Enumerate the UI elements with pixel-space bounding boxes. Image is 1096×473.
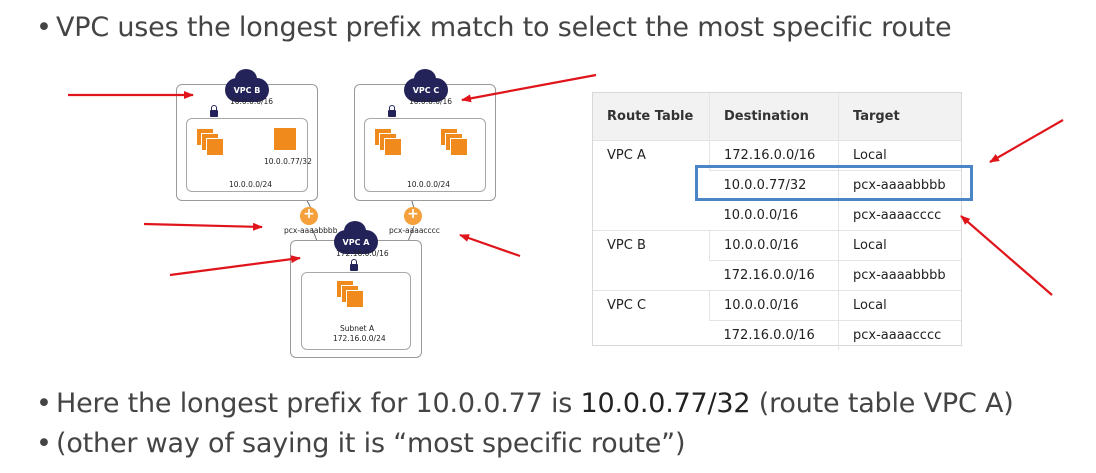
peering-ac-label: pcx-aaaacccc (389, 226, 440, 235)
table-row: VPC A 172.16.0.0/16 Local (593, 140, 961, 231)
route-table-header-row: Route Table Destination Target (593, 93, 961, 141)
table-row: 10.0.0.0/16 pcx-aaaacccc (593, 200, 961, 231)
vpc-a-subnet-name: Subnet A (340, 324, 375, 333)
vpc-b-name: VPC B (233, 86, 261, 95)
vpc-c-instances-icon (374, 128, 402, 156)
destination-cell: 172.16.0.0/16 (709, 320, 839, 350)
vpc-a-name: VPC A (342, 238, 370, 247)
header-destination: Destination (709, 93, 839, 141)
route-table-grid: Route Table Destination Target VPC A 172… (593, 93, 961, 350)
vpc-b-instances-icon (196, 128, 224, 156)
vpc-b-cloud-icon: VPC B (225, 69, 269, 102)
header-target: Target (838, 93, 961, 141)
table-row: VPC C 10.0.0.0/16 Local (593, 290, 961, 350)
highlight-box (695, 165, 973, 201)
vpc-peering-diagram: VPC B 10.0.0.0/16 10.0.0.77/32 10.0.0.0/… (0, 60, 580, 380)
bullet-text-pre: Here the longest prefix for 10.0.0.77 is (56, 388, 581, 419)
peering-ab-label: pcx-aaaabbbb (284, 226, 338, 235)
bullet-explanation: •Here the longest prefix for 10.0.0.77 i… (36, 388, 1014, 419)
vpc-a-cloud-icon: VPC A (334, 221, 378, 254)
table-row: 172.16.0.0/16 pcx-aaaabbbb (593, 260, 961, 291)
peering-ac-icon (404, 206, 422, 225)
destination-cell: 10.0.0.77/32 (709, 170, 839, 201)
vpc-a-subnet-cidr: 172.16.0.0/24 (333, 334, 386, 343)
destination-cell: 10.0.0.0/16 (709, 230, 839, 261)
table-row: 10.0.0.77/32 pcx-aaaabbbb (593, 170, 961, 201)
vpc-b-subnet-cidr: 10.0.0.0/24 (229, 180, 273, 189)
vpc-c-cloud-icon: VPC C (404, 69, 448, 102)
vpc-c-instances-icon-2 (440, 128, 468, 156)
destination-cell: 10.0.0.0/16 (709, 290, 839, 321)
vpc-c-cidr: 10.0.0.0/16 (409, 97, 453, 106)
target-cell: pcx-aaaacccc (838, 320, 961, 350)
peering-ab-icon (300, 206, 318, 225)
vpc-b-cidr: 10.0.0.0/16 (230, 97, 274, 106)
vpc-a-cidr: 172.16.0.0/16 (336, 249, 389, 258)
route-table-name-vpc-a: VPC A (593, 140, 710, 231)
bullet-text: VPC uses the longest prefix match to sel… (56, 12, 952, 43)
vpc-a-lock-icon (350, 259, 358, 271)
bullet-text-highlight: 10.0.0.77/32 (580, 388, 751, 419)
arrow-to-table-row-2 (960, 215, 1053, 296)
arrow-to-table-row (989, 119, 1064, 163)
header-route-table: Route Table (593, 93, 710, 141)
table-row: 172.16.0.0/16 pcx-aaaacccc (593, 320, 961, 350)
target-cell: Local (838, 230, 961, 261)
target-cell: pcx-aaaabbbb (838, 260, 961, 291)
target-cell: Local (838, 290, 961, 321)
target-cell: pcx-aaaabbbb (838, 170, 961, 201)
destination-cell: 10.0.0.0/16 (709, 200, 839, 231)
vpc-b-lock-icon (210, 105, 218, 117)
bullet-longest-prefix: •VPC uses the longest prefix match to se… (36, 12, 952, 43)
bullet-most-specific: •(other way of saying it is “most specif… (36, 428, 686, 459)
target-cell: pcx-aaaacccc (838, 200, 961, 231)
bullet-text: (other way of saying it is “most specifi… (56, 428, 686, 459)
bullet-text-post: (route table VPC A) (750, 388, 1014, 419)
vpc-a-instances-icon (336, 280, 364, 308)
destination-cell: 172.16.0.0/16 (709, 260, 839, 291)
table-row: VPC B 10.0.0.0/16 Local (593, 230, 961, 291)
route-table-name-vpc-c: VPC C (593, 290, 710, 350)
route-table: Route Table Destination Target VPC A 172… (592, 92, 962, 350)
vpc-c-lock-icon (388, 105, 396, 117)
vpc-b-instance-ip: 10.0.0.77/32 (264, 157, 312, 166)
route-table-name-vpc-b: VPC B (593, 230, 710, 291)
vpc-c-subnet-cidr: 10.0.0.0/24 (407, 180, 451, 189)
vpc-b-instance-icon (274, 128, 296, 150)
vpc-c-name: VPC C (412, 86, 440, 95)
